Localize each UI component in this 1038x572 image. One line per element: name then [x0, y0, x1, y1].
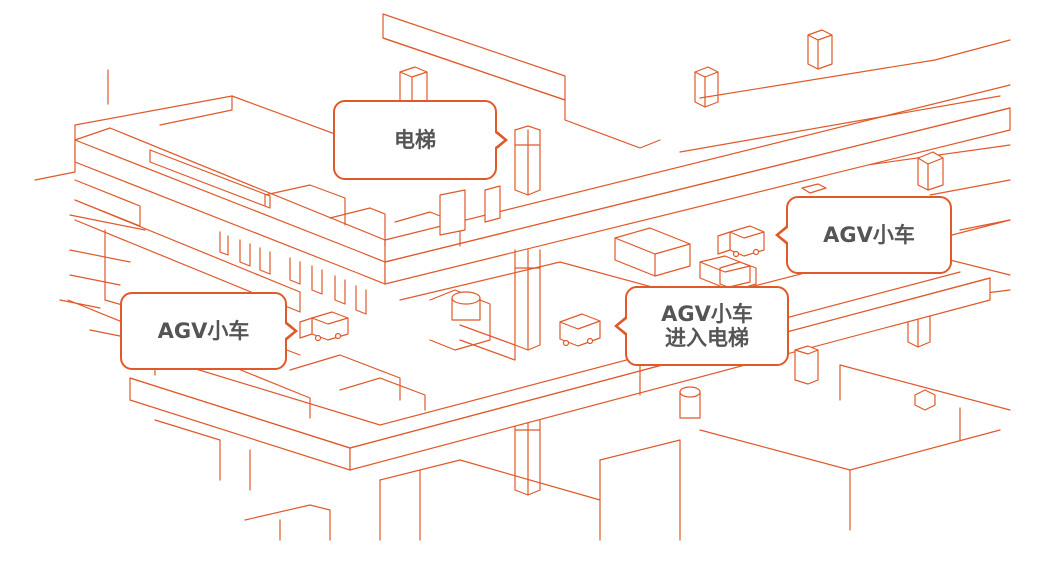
upper-floor-slab — [67, 84, 1011, 419]
basement-structures — [154, 364, 1011, 541]
elevator-shaft — [514, 125, 541, 496]
elevator-label: 电梯 — [333, 100, 508, 180]
middle-floor — [399, 219, 1011, 361]
agv-left-label-text: AGV小车 — [157, 319, 250, 343]
agv-left-label: AGV小车 — [120, 292, 298, 370]
agv-right-label: AGV小车 — [775, 196, 952, 274]
rooms-upper — [149, 149, 501, 315]
agv-right-label-text: AGV小车 — [823, 223, 915, 247]
agv-enter-elevator-line1: AGV小车 — [661, 302, 753, 326]
agv-cart-left — [299, 311, 349, 342]
agv-enter-elevator-label: AGV小车 进入电梯 — [614, 286, 789, 366]
background-structures — [34, 13, 1011, 337]
elevator-label-text: 电梯 — [394, 128, 436, 152]
agv-cart-elevator — [559, 313, 601, 347]
agv-enter-elevator-line2: 进入电梯 — [665, 326, 749, 350]
agv-cart-right — [717, 183, 827, 291]
